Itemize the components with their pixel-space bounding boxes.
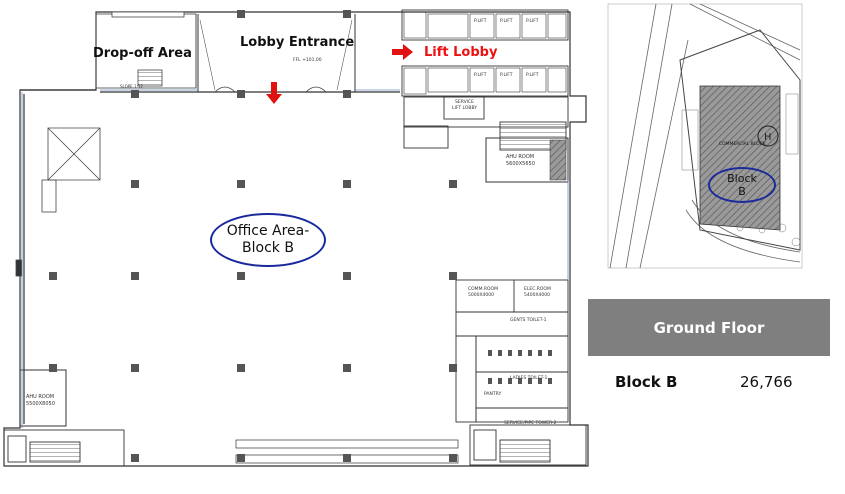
svg-text:P.LIFT: P.LIFT xyxy=(500,18,513,24)
left-canopy xyxy=(15,127,101,277)
ahu-room-2-size: 5500X8050 xyxy=(26,401,55,407)
site-plan: H xyxy=(607,3,803,269)
ladies-toilet-label: LADIES TOILET-1 xyxy=(510,375,548,381)
arrow-right-icon xyxy=(392,44,413,60)
svg-text:P.LIFT: P.LIFT xyxy=(474,72,487,78)
ahu-room-1-label: AHU ROOM xyxy=(506,154,534,160)
dropoff-area-label: Drop-off Area xyxy=(93,46,192,61)
service-block xyxy=(455,279,569,423)
curtain-wall xyxy=(21,89,569,428)
lobby-entrance-label: Lobby Entrance xyxy=(240,35,355,50)
ahu-room-2 xyxy=(19,369,67,427)
comm-room-label: COMM.ROOM xyxy=(468,286,498,292)
bottom-left-core xyxy=(3,429,125,467)
office-area-line1: Office Area- xyxy=(226,223,310,239)
gents-toilet-label: GENTS TOILET-1 xyxy=(510,317,547,323)
site-block-oval: Block B xyxy=(708,167,776,203)
office-area-line2: Block B xyxy=(242,240,294,256)
lobby-entrance-room: FFL +101.00 xyxy=(197,14,356,93)
svg-text:P.LIFT: P.LIFT xyxy=(474,18,487,24)
commercial-block-label: COMMERCIAL BLOCK xyxy=(719,141,767,147)
ahu-room-1 xyxy=(485,137,569,183)
svg-text:SLOPE 1:12: SLOPE 1:12 xyxy=(120,84,143,89)
svg-text:LIFT LOBBY: LIFT LOBBY xyxy=(452,105,477,111)
svg-text:H: H xyxy=(764,132,772,143)
structural-columns xyxy=(49,10,457,462)
svg-text:FFL +101.00: FFL +101.00 xyxy=(293,57,322,63)
lift-lobby-label: Lift Lobby xyxy=(424,45,498,60)
ground-floor-header: Ground Floor xyxy=(588,299,830,356)
lift-core: P.LIFT P.LIFT P.LIFT P.LIFT P.LIFT P.LIFT SE… xyxy=(401,9,569,151)
ahu-room-1-size: 5600X5650 xyxy=(506,161,535,167)
office-area-oval: Office Area- Block B xyxy=(210,213,326,267)
svg-text:SERVICE: SERVICE xyxy=(455,99,474,105)
block-name: Block B xyxy=(615,373,678,391)
elec-room-label: ELEC.ROOM xyxy=(524,286,551,292)
elec-room-size: 5400X4000 xyxy=(524,292,550,298)
ahu-room-2-label: AHU ROOM xyxy=(26,394,54,400)
site-block-line2: B xyxy=(738,185,746,198)
svg-text:P.LIFT: P.LIFT xyxy=(526,18,539,24)
svg-text:P.LIFT: P.LIFT xyxy=(526,72,539,78)
pantry-label: PANTRY xyxy=(484,391,501,397)
comm-room-size: 5000X4000 xyxy=(468,292,494,298)
site-block-line1: Block xyxy=(727,172,757,185)
block-area: 26,766 xyxy=(740,373,793,391)
service-tower-label: SERVICE/PIPE TOWER-2 xyxy=(504,420,557,426)
svg-text:P.LIFT: P.LIFT xyxy=(500,72,513,78)
arrow-down-icon xyxy=(266,82,282,104)
dropoff-canopy: SLOPE 1:12 xyxy=(95,11,197,89)
bottom-right-core xyxy=(469,424,587,466)
